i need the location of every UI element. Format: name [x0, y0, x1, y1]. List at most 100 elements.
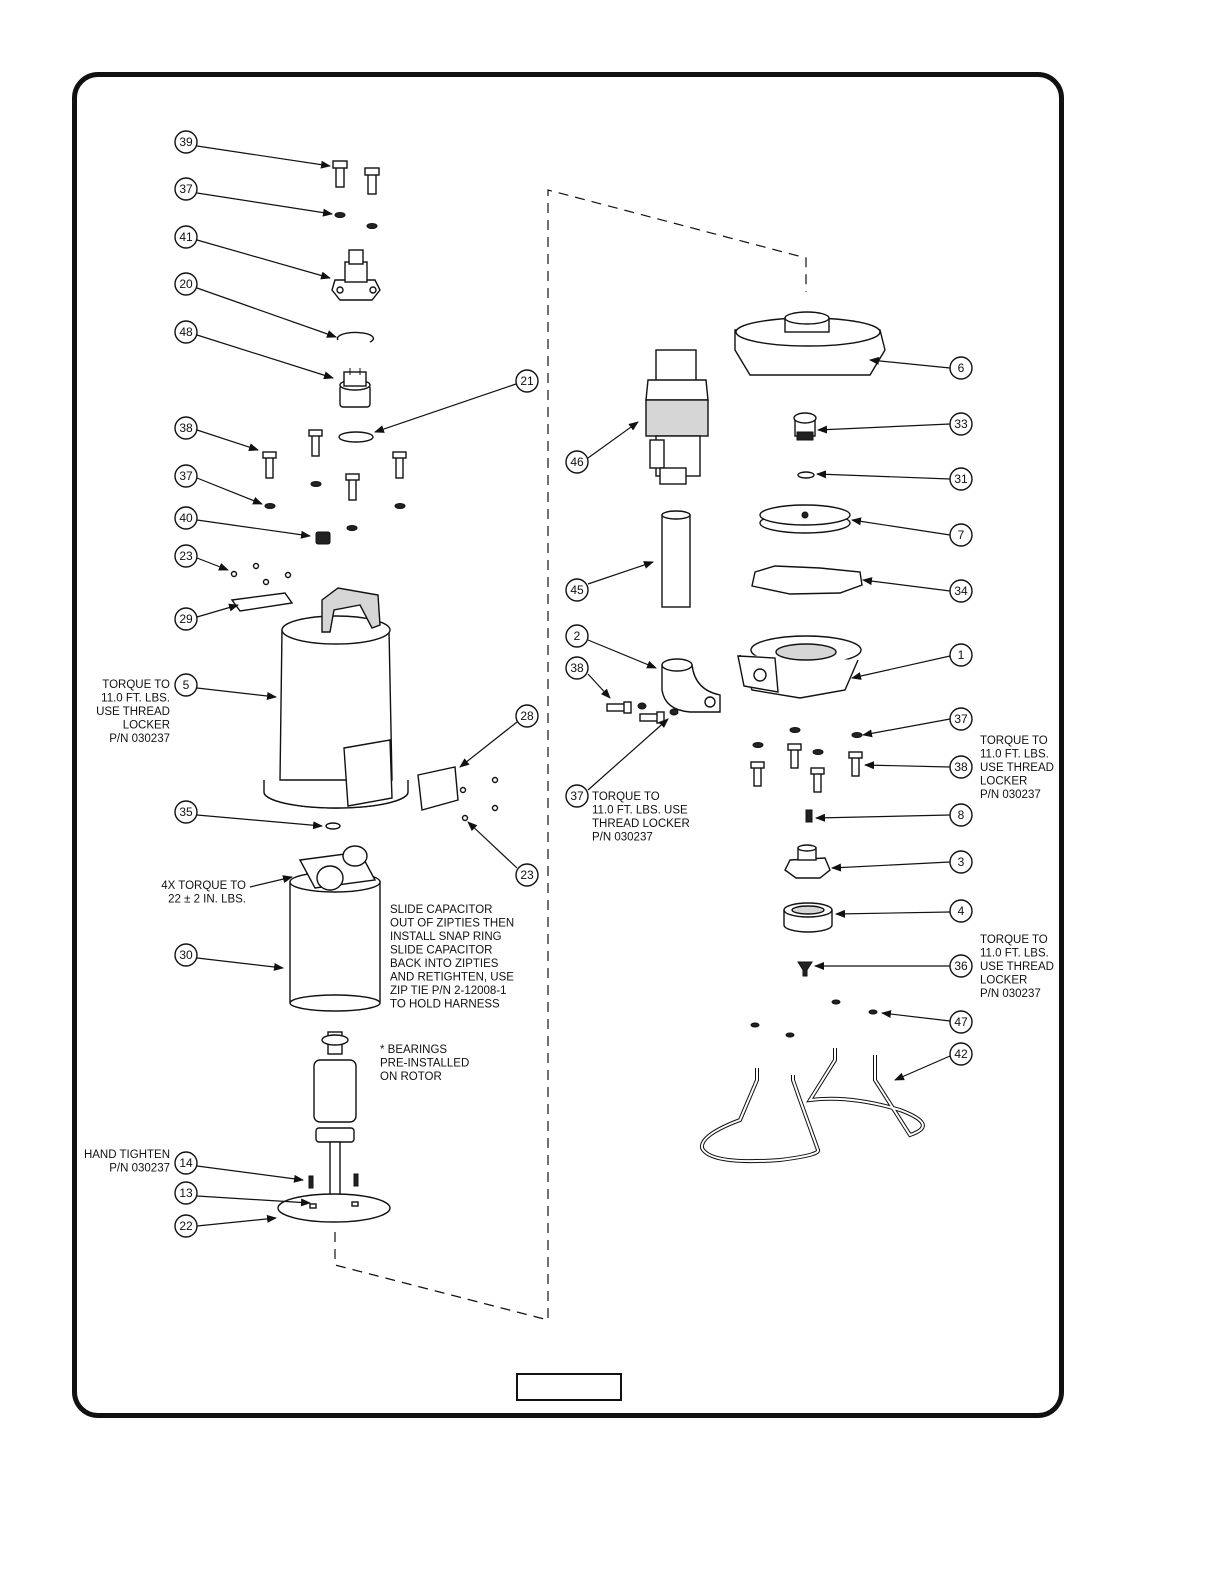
- callout-number: 21: [520, 374, 534, 388]
- callout-number: 6: [958, 361, 965, 375]
- plug-48-icon: [339, 368, 371, 408]
- callout-1: 1: [949, 643, 973, 667]
- callout-number: 48: [179, 325, 193, 339]
- drawing-border: [72, 72, 1064, 1418]
- callout-circle: [949, 579, 973, 603]
- callout-circle: [174, 320, 198, 344]
- callout-number: 20: [179, 277, 193, 291]
- callout-number: 4: [958, 904, 965, 918]
- assembly-dash-line: [334, 189, 807, 1321]
- callout-2: 2: [565, 624, 589, 648]
- callout-circle: [174, 1151, 198, 1175]
- connector-41-icon: [331, 249, 381, 301]
- callout-23: 23: [174, 544, 198, 568]
- callout-number: 5: [183, 678, 190, 692]
- callout-38: 38: [565, 656, 589, 680]
- note-line: 11.0 FT. LBS.: [980, 749, 1049, 761]
- callout-number: 1: [958, 648, 965, 662]
- callout-37: 37: [174, 177, 198, 201]
- note-line: P/N 030237: [592, 832, 653, 844]
- callout-33: 33: [949, 412, 973, 436]
- callout-45: 45: [565, 578, 589, 602]
- callout-number: 22: [179, 1219, 193, 1233]
- bolt-39-icon: [332, 160, 380, 195]
- note-line: LOCKER: [980, 975, 1027, 987]
- gasket-34-icon: [751, 565, 863, 595]
- callout-3: 3: [949, 850, 973, 874]
- callout-circle: [174, 130, 198, 154]
- callout-number: 47: [954, 1015, 968, 1029]
- callout-circle: [174, 800, 198, 824]
- note-line: THREAD LOCKER: [592, 818, 690, 830]
- callout-circle: [949, 1010, 973, 1034]
- callout-46: 46: [565, 450, 589, 474]
- callout-circle: [174, 1214, 198, 1238]
- callout-number: 29: [179, 612, 193, 626]
- callout-number: 37: [954, 712, 968, 726]
- cutter-3-icon: [784, 844, 831, 879]
- callout-circle: [174, 673, 198, 697]
- callout-circle: [565, 784, 589, 808]
- volute-1-icon: [737, 635, 862, 699]
- snap-ring-20-icon: [336, 331, 375, 343]
- callout-circle: [949, 467, 973, 491]
- note-line: SLIDE CAPACITOR: [390, 904, 492, 916]
- callout-circle: [515, 863, 539, 887]
- callout-number: 14: [179, 1156, 193, 1170]
- bolt-38-icon: [262, 429, 407, 501]
- callout-circle: [565, 578, 589, 602]
- callout-28: 28: [515, 704, 539, 728]
- motor-housing-5-icon: [263, 587, 409, 809]
- cutter-ring-4-icon: [783, 902, 833, 933]
- callout-number: 38: [179, 421, 193, 435]
- callout-37: 37: [565, 784, 589, 808]
- callout-number: 13: [179, 1186, 193, 1200]
- note-line: LOCKER: [980, 776, 1027, 788]
- callout-34: 34: [949, 579, 973, 603]
- callout-circle: [949, 899, 973, 923]
- callout-circle: [565, 450, 589, 474]
- callout-4: 4: [949, 899, 973, 923]
- callout-circle: [949, 523, 973, 547]
- callout-number: 31: [954, 472, 968, 486]
- callout-37: 37: [174, 464, 198, 488]
- callout-number: 8: [958, 808, 965, 822]
- callout-circle: [174, 225, 198, 249]
- callout-7: 7: [949, 523, 973, 547]
- callout-38: 38: [949, 755, 973, 779]
- callout-21: 21: [515, 369, 539, 393]
- callout-number: 46: [570, 455, 584, 469]
- callout-number: 42: [954, 1047, 968, 1061]
- callout-layer: 3937412048213837402329528352330141322464…: [174, 130, 973, 1238]
- callout-circle: [949, 412, 973, 436]
- callout-36: 36: [949, 954, 973, 978]
- callout-14: 14: [174, 1151, 198, 1175]
- callout-37: 37: [949, 707, 973, 731]
- callout-circle: [174, 177, 198, 201]
- notes-layer: TORQUE TO 11.0 FT. LBS.USE THREAD LOCKER P/…: [84, 679, 1054, 1175]
- discharge-elbow-2-icon: [661, 658, 721, 713]
- washer-37-icon: [264, 481, 406, 531]
- note-line: INSTALL SNAP RING: [390, 931, 502, 943]
- screw-23-icon: [459, 776, 499, 822]
- callout-number: 23: [179, 549, 193, 563]
- note-line: TO HOLD HARNESS: [390, 999, 500, 1011]
- callout-number: 30: [179, 948, 193, 962]
- note-line: TORQUE TO: [102, 679, 170, 691]
- callout-circle: [949, 755, 973, 779]
- callout-35: 35: [174, 800, 198, 824]
- callout-number: 23: [520, 868, 534, 882]
- note-line: USE THREAD: [980, 762, 1054, 774]
- callout-42: 42: [949, 1042, 973, 1066]
- base-plate-22-icon: [277, 1193, 391, 1223]
- gasket-29-icon: [230, 592, 294, 612]
- callout-40: 40: [174, 506, 198, 530]
- part-drawings: [230, 160, 925, 1223]
- impeller-7-icon: [759, 504, 851, 534]
